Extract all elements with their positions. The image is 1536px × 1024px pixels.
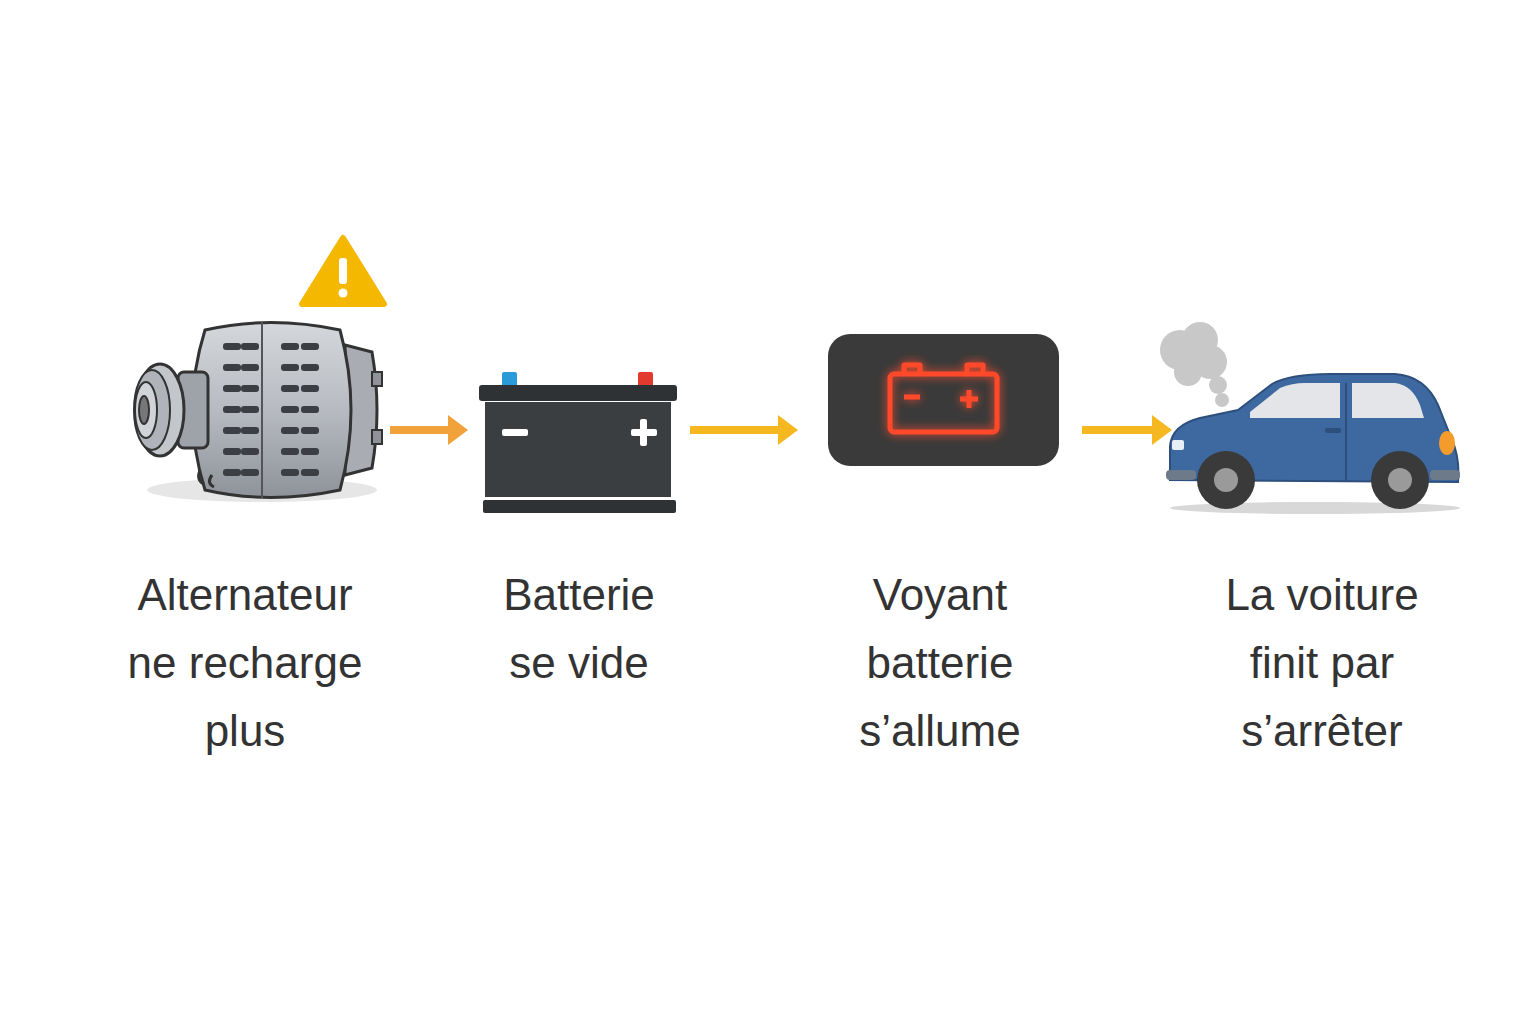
alternator-slot <box>281 364 299 371</box>
alternator-slot <box>223 448 241 455</box>
arrow-line <box>1082 426 1154 434</box>
broken-car <box>1160 322 1460 514</box>
alternator <box>134 238 384 502</box>
alternator-slot <box>241 448 259 455</box>
arrow-head <box>778 415 798 445</box>
process-step: La voiture finit par s’arrêter <box>1172 235 1472 765</box>
step-label: Batterie se vide <box>489 561 669 697</box>
alternator-slot <box>301 427 319 434</box>
arrow-line <box>690 426 780 434</box>
battery <box>479 372 677 513</box>
alternator-slot <box>241 364 259 371</box>
alternator-slot <box>301 406 319 413</box>
battery-warning-light <box>828 334 1059 466</box>
alternator-slot <box>241 385 259 392</box>
alternator-slot <box>223 364 241 371</box>
alternator-slot <box>223 427 241 434</box>
alternator-slot <box>281 469 299 476</box>
alternator-slot <box>281 406 299 413</box>
process-step: Batterie se vide <box>468 235 690 697</box>
flow-arrow <box>390 415 468 445</box>
arrow-head <box>1152 415 1172 445</box>
alternator-slot <box>223 385 241 392</box>
alternator-slot <box>241 469 259 476</box>
alternator-slot <box>223 343 241 350</box>
alternator-slot <box>241 343 259 350</box>
alternator-slot <box>281 385 299 392</box>
arrow-head <box>448 415 468 445</box>
alternator-slot <box>241 406 259 413</box>
flow-arrow <box>690 415 798 445</box>
alternator-slot <box>301 448 319 455</box>
alternator-slot <box>241 427 259 434</box>
arrow-line <box>390 426 450 434</box>
process-step: Alternateur ne recharge plus <box>100 235 390 765</box>
alternator-slot <box>281 427 299 434</box>
alternator-slot <box>301 343 319 350</box>
step-label: La voiture finit par s’arrêter <box>1207 561 1437 765</box>
process-step: Voyant batterie s’allume <box>798 235 1082 765</box>
alternator-slot <box>223 469 241 476</box>
alternator-slot <box>223 406 241 413</box>
step-label: Voyant batterie s’allume <box>840 561 1040 765</box>
alternator-slot <box>281 448 299 455</box>
alternator-slot <box>301 385 319 392</box>
alternator-slot <box>301 469 319 476</box>
step-label: Alternateur ne recharge plus <box>120 561 370 765</box>
alternator-slot <box>301 364 319 371</box>
alternator-slot <box>281 343 299 350</box>
flow-arrow <box>1082 415 1172 445</box>
